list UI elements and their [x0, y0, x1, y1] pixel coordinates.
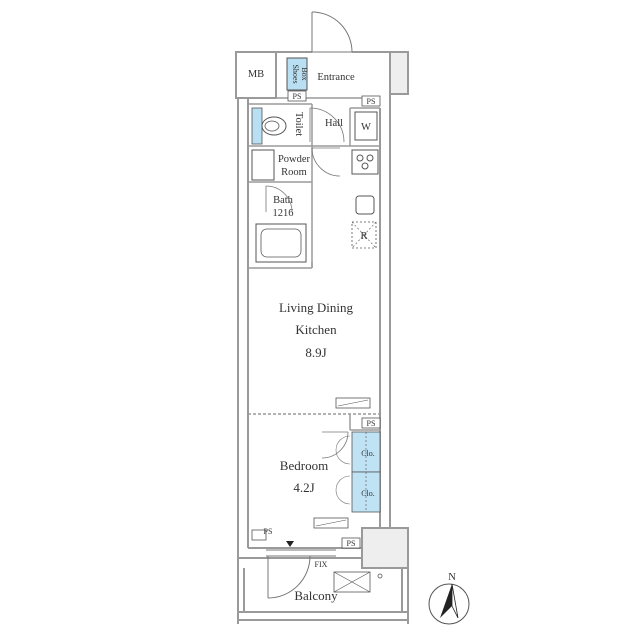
bath-door[interactable]: [265, 185, 293, 213]
ps-box-1: PS: [287, 90, 307, 102]
entry-marker: [286, 541, 294, 547]
svg-text:R: R: [360, 231, 367, 242]
svg-text:PS: PS: [367, 419, 376, 428]
powder-room-label-2: Room: [281, 167, 307, 178]
exterior-walls: [235, 51, 409, 624]
closet-1: Clo.: [351, 431, 381, 473]
north-compass-icon: N: [428, 572, 470, 625]
powder-room-door[interactable]: [311, 147, 341, 177]
bath-size-label: 1216: [273, 208, 294, 219]
balcony-label: Balcony: [294, 588, 338, 603]
shoes-box: [286, 57, 308, 91]
ps-box-2: PS: [361, 95, 381, 107]
entrance-door[interactable]: [311, 11, 353, 53]
bedroom-door[interactable]: [321, 431, 349, 459]
kitchen-counter: [351, 149, 379, 215]
bedroom-size-label: 4.2J: [293, 480, 314, 495]
svg-text:PS: PS: [293, 92, 302, 101]
ldk-label: Living Dining: [279, 300, 354, 315]
ldk-label-2: Kitchen: [295, 322, 337, 337]
svg-text:Clo.: Clo.: [361, 449, 375, 458]
svg-text:N: N: [448, 572, 456, 583]
balcony-window[interactable]: [266, 549, 336, 599]
toilet-label: Toilet: [293, 112, 304, 136]
bathtub: [255, 223, 307, 263]
svg-text:W: W: [361, 122, 371, 133]
svg-text:PS: PS: [264, 527, 273, 536]
closet-2: Clo.: [351, 471, 381, 513]
entrance-label: Entrance: [317, 72, 355, 83]
ps-box-4: PS: [251, 527, 273, 541]
ps-box-5: PS: [341, 537, 361, 549]
toilet-door[interactable]: [309, 107, 345, 143]
toilet-fixture: [251, 107, 287, 145]
vanity-sink: [251, 149, 275, 181]
powder-room-label: Powder: [278, 154, 311, 165]
svg-text:PS: PS: [367, 97, 376, 106]
svg-text:PS: PS: [347, 539, 356, 548]
svg-text:Clo.: Clo.: [361, 489, 375, 498]
balcony-ac-outdoor-unit: [333, 571, 383, 593]
washer-space: W: [354, 111, 378, 141]
bath-label: Bath: [273, 195, 294, 206]
shoes-box-label-2: Box: [300, 67, 309, 80]
shoes-box-label: Shoes: [291, 64, 300, 83]
ldk-size-label: 8.9J: [305, 345, 326, 360]
ps-box-3: PS: [361, 417, 381, 429]
refrigerator-space: R: [351, 221, 377, 249]
bedroom-label: Bedroom: [280, 458, 328, 473]
closet-doors[interactable]: [335, 435, 351, 505]
hall-label: Hall: [325, 118, 343, 129]
mb-label: MB: [248, 69, 264, 80]
fix-window-label: FIX: [315, 560, 328, 569]
